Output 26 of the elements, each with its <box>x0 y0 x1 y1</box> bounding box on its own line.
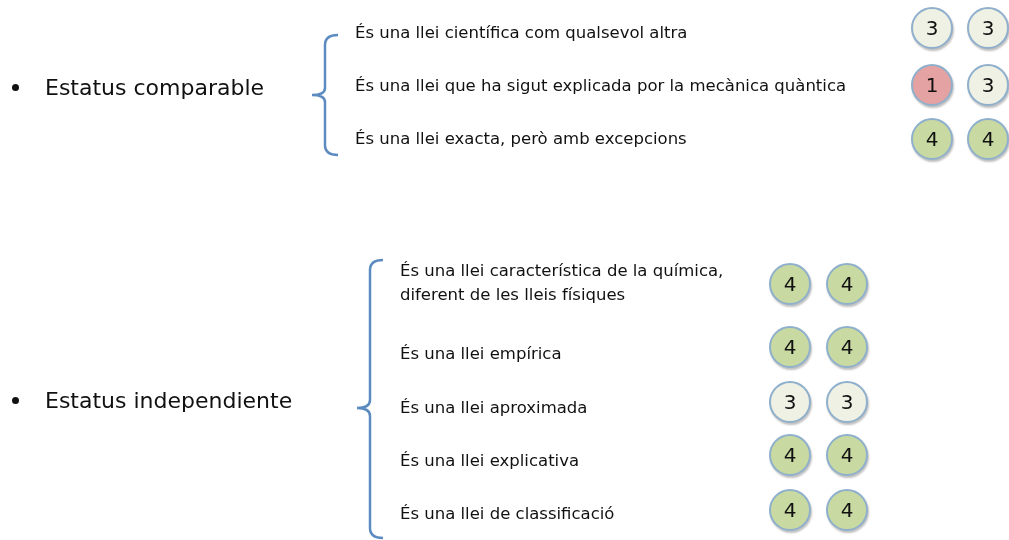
score-circle: 4 <box>826 489 868 531</box>
score-circle: 3 <box>911 7 953 49</box>
score-circle: 4 <box>769 263 811 305</box>
score-circle: 4 <box>826 263 868 305</box>
score-circle: 4 <box>826 434 868 476</box>
score-circle: 1 <box>911 64 953 106</box>
score-circle: 4 <box>967 118 1009 160</box>
item-text: És una llei exacta, però amb excepcions <box>355 128 687 150</box>
item-text: És una llei de classificació <box>400 503 615 525</box>
heading: Estatus comparable <box>45 74 265 100</box>
item-text: És una llei característica de la química, diferent de les lleis físiques <box>400 260 725 306</box>
score-circle: 3 <box>769 381 811 423</box>
score-circle: 4 <box>826 326 868 368</box>
heading: Estatus independiente <box>45 387 293 413</box>
score-circle: 4 <box>769 489 811 531</box>
score-circle: 4 <box>769 326 811 368</box>
score-circle: 4 <box>911 118 953 160</box>
item-text: És una llei aproximada <box>400 397 588 419</box>
item-text: És una llei empírica <box>400 343 562 365</box>
item-text: És una llei científica com qualsevol altra <box>355 22 688 44</box>
item-text: És una llei que ha sigut explicada por la mecànica quàntica <box>355 75 847 97</box>
score-circle: 4 <box>769 434 811 476</box>
score-circle: 3 <box>826 381 868 423</box>
score-circle: 3 <box>967 64 1009 106</box>
item-text: És una llei explicativa <box>400 450 580 472</box>
score-circle: 3 <box>967 7 1009 49</box>
